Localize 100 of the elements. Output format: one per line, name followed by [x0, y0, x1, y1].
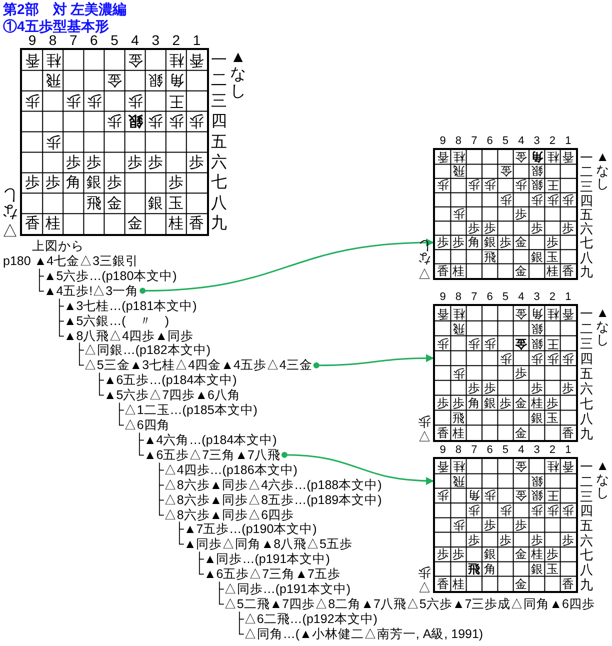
- shogi-piece: 歩: [482, 178, 497, 193]
- title: 第2部 対 左美濃編: [3, 1, 127, 19]
- shogi-piece: 金: [106, 71, 123, 91]
- shogi-piece: 歩: [482, 488, 497, 503]
- shogi-piece: 歩: [436, 178, 450, 193]
- shogi-piece: 歩: [64, 152, 82, 173]
- shogi-piece: 歩: [147, 152, 164, 173]
- rank-number: 一: [580, 151, 593, 164]
- shogi-piece: 金: [514, 547, 528, 562]
- rank-number: 四: [580, 194, 593, 207]
- shogi-board: [433, 148, 578, 280]
- move-line: ├△4四歩…(p186本文中): [155, 462, 298, 477]
- shogi-piece: 角: [64, 173, 82, 194]
- hand-pieces: ▲なし: [596, 459, 609, 500]
- file-number: 8: [454, 136, 463, 147]
- shogi-piece: 角: [467, 395, 482, 410]
- shogi-piece: 金: [514, 488, 528, 503]
- file-number: 4: [517, 136, 526, 147]
- move-line: └▲6五歩△7三角▲7八飛: [135, 448, 280, 462]
- hand-pieces: ▽歩: [418, 414, 431, 442]
- hand-pieces: ▲なし: [596, 150, 609, 191]
- shogi-piece: 銀: [530, 320, 544, 336]
- shogi-piece: 王: [545, 178, 560, 193]
- shogi-piece: 桂: [168, 50, 185, 70]
- shogi-piece: 歩: [64, 92, 82, 112]
- shogi-piece: 歩: [530, 350, 544, 366]
- shogi-piece: 歩: [188, 112, 206, 132]
- hand-pieces: ▲なし: [230, 50, 246, 100]
- shogi-piece: 角: [467, 488, 482, 503]
- rank-number: 六: [211, 154, 227, 171]
- shogi-piece: 金: [106, 194, 123, 214]
- shogi-piece: 玉: [545, 410, 560, 426]
- move-line: └△5二飛▲7四歩△8二角▲7八飛△5六歩▲7三歩成△同角▲6四歩: [215, 597, 596, 612]
- shogi-piece: 桂: [451, 150, 466, 164]
- shogi-piece: 歩: [126, 152, 144, 173]
- file-number: 1: [564, 292, 572, 303]
- shogi-piece: 歩: [530, 503, 544, 518]
- rank-number: 九: [211, 216, 227, 232]
- rank-number: 二: [580, 165, 593, 178]
- shogi-piece: 桂: [451, 306, 466, 321]
- rank-number: 五: [211, 134, 227, 150]
- shogi-piece: 銀: [530, 488, 544, 503]
- shogi-piece: 香: [561, 150, 576, 164]
- file-number: 2: [548, 136, 557, 147]
- shogi-piece: 銀: [530, 562, 544, 576]
- shogi-piece: 歩: [514, 366, 528, 380]
- shogi-piece: 桂: [44, 50, 62, 70]
- shogi-piece: 歩: [545, 395, 560, 410]
- shogi-piece: 歩: [126, 92, 144, 112]
- shogi-piece: 歩: [24, 173, 41, 194]
- shogi-piece: 歩: [168, 173, 185, 194]
- shogi-piece: 歩: [451, 547, 466, 562]
- shogi-piece: 金: [514, 235, 528, 250]
- shogi-piece: 歩: [482, 380, 497, 396]
- shogi-piece: 銀: [530, 474, 544, 488]
- file-number: 8: [454, 292, 463, 303]
- rank-number: 六: [580, 222, 593, 236]
- shogi-piece: 香: [561, 306, 576, 321]
- shogi-piece: 歩: [545, 235, 560, 250]
- rank-number: 四: [211, 114, 227, 130]
- rank-number: 七: [580, 236, 593, 250]
- file-number: 4: [130, 33, 140, 47]
- move-line: └▲4五歩!△3一角: [35, 284, 139, 298]
- shogi-piece: 歩: [514, 206, 528, 222]
- shogi-piece: 香: [561, 459, 576, 474]
- rank-number: 九: [580, 264, 593, 278]
- move-line: p180 ▲4七金△3三銀引: [3, 254, 139, 268]
- shogi-piece: 歩: [561, 380, 576, 396]
- shogi-piece: 銀: [482, 547, 497, 562]
- shogi-piece: 歩: [482, 518, 497, 532]
- shogi-piece: 香: [188, 50, 206, 70]
- file-number: 2: [548, 292, 557, 303]
- rank-number: 二: [211, 73, 227, 90]
- shogi-piece: 桂: [44, 214, 62, 234]
- file-number: 9: [438, 445, 447, 456]
- shogi-piece: 歩: [498, 395, 512, 410]
- shogi-piece: 飛: [451, 164, 466, 178]
- hand-pieces: ▽歩: [418, 566, 431, 593]
- shogi-piece: 金: [514, 576, 528, 591]
- subtitle: ①4五歩型基本形: [3, 18, 109, 35]
- shogi-piece: 歩: [44, 132, 62, 152]
- shogi-piece: 王: [168, 92, 185, 112]
- shogi-piece: 飛: [85, 194, 102, 214]
- shogi-piece: 桂: [451, 425, 466, 440]
- rank-number: 三: [211, 94, 227, 110]
- shogi-piece: 歩: [451, 366, 466, 380]
- shogi-piece: 王: [545, 488, 560, 503]
- rank-number: 二: [580, 322, 593, 336]
- rank-number: 一: [580, 307, 593, 320]
- move-line: └▲同歩△同角▲8八飛△5五歩: [175, 537, 353, 552]
- move-line: └△6四角: [115, 418, 170, 432]
- shogi-piece: 銀: [147, 71, 164, 91]
- move-line: ├△1二玉…(p185本文中): [115, 403, 258, 418]
- hand-pieces: ▽なし: [418, 239, 431, 280]
- shogi-piece: 歩: [498, 532, 512, 547]
- hand-pieces: ▲なし: [596, 306, 609, 347]
- shogi-piece: 歩: [24, 92, 41, 112]
- shogi-piece: 金: [514, 150, 528, 164]
- move-line: ├▲5六歩…(p180本文中): [35, 268, 177, 283]
- rank-number: 六: [580, 382, 593, 395]
